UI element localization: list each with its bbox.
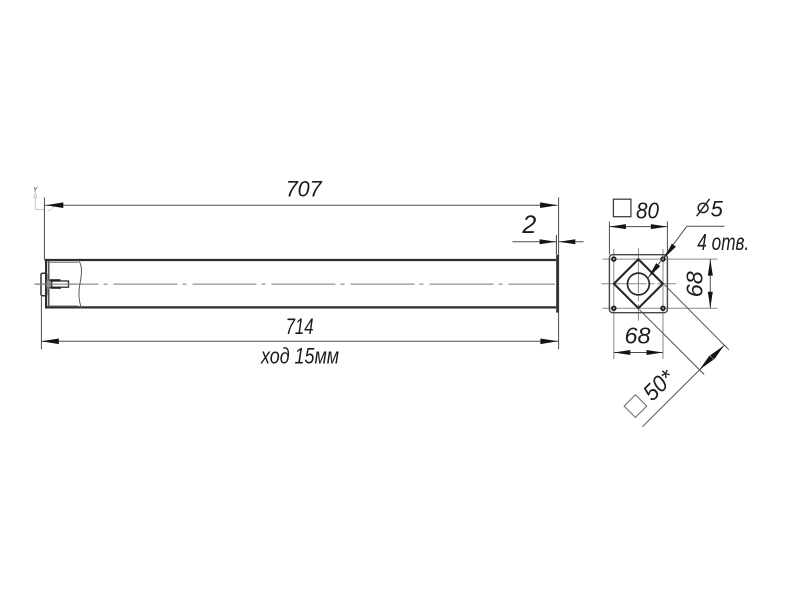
svg-text:68: 68 (681, 271, 707, 297)
svg-text:80: 80 (636, 198, 659, 224)
svg-text:5: 5 (711, 196, 724, 221)
svg-text:714: 714 (286, 314, 314, 339)
svg-text:Y: Y (33, 186, 38, 193)
svg-text:707: 707 (286, 177, 323, 202)
svg-text:4 отв.: 4 отв. (697, 229, 749, 255)
svg-text:ход 15мм: ход 15мм (260, 344, 339, 369)
svg-text:2: 2 (521, 211, 536, 239)
svg-text:68: 68 (625, 322, 651, 348)
